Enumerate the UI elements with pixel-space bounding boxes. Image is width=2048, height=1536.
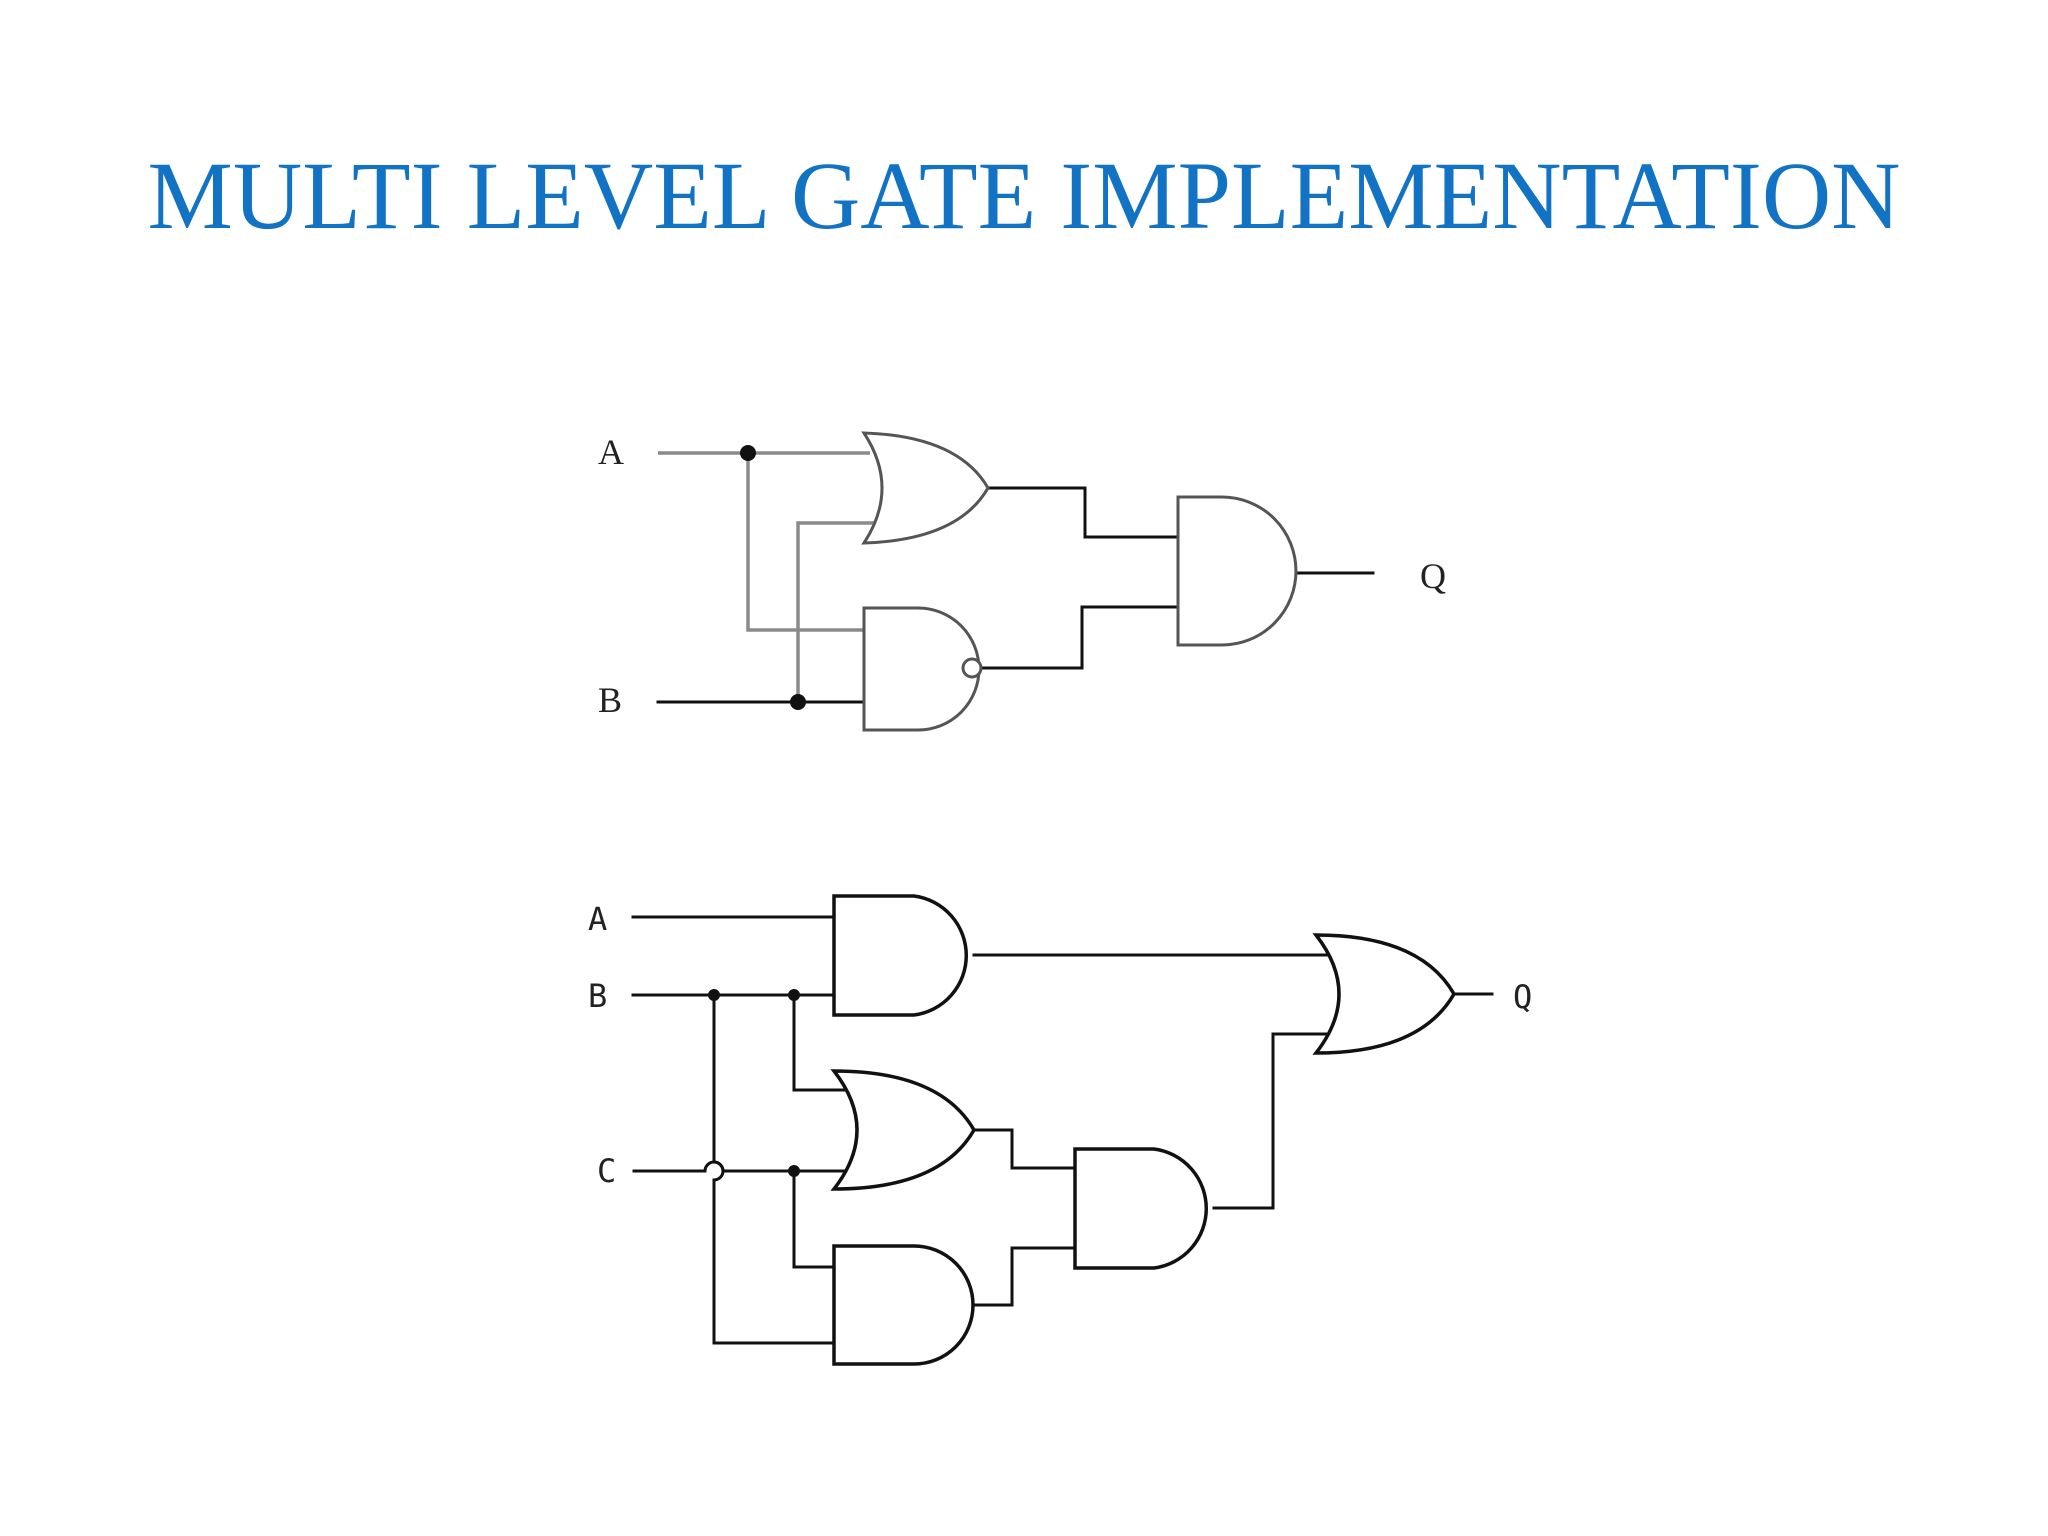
c2-or-gate-1 [830,1069,977,1191]
circuit-2: A B C Q [588,894,1532,1366]
c2-wire-and2-to-or2 [1212,1032,1333,1210]
c1-or-gate [861,431,990,545]
c1-label-q: Q [1420,556,1446,596]
c2-and-gate-3 [832,1244,975,1366]
slide-title: MULTI LEVEL GATE IMPLEMENTATION [147,142,1901,249]
c2-wire-or1-to-and2 [972,1128,1077,1170]
c2-junction-c [788,1165,800,1177]
c1-nand-bubble [961,657,983,679]
c2-wire-b-to-and3 [712,993,836,1345]
c2-label-q: Q [1513,978,1532,1016]
c2-label-b: B [588,977,607,1015]
c2-and-gate-1 [832,894,968,1017]
c1-label-b: B [598,680,622,720]
c2-wire-c-to-and3 [792,1169,836,1269]
c2-wire-and3-to-and2 [972,1246,1077,1307]
c1-wire-b-to-or [796,521,878,702]
circuit-1: A B Q [598,431,1446,732]
c1-label-a: A [598,432,624,472]
c2-wire-c-to-or [632,1160,850,1173]
c1-wire-or-to-and [986,486,1180,539]
c2-or-gate-2 [1312,933,1457,1055]
c2-junction-b2 [788,989,800,1001]
c2-label-c: C [597,1152,616,1190]
c1-wire-a-to-nand [746,453,864,632]
c2-and-gate-2 [1073,1147,1208,1270]
c1-junction-b [790,694,806,710]
c2-junction-b1 [708,989,720,1001]
c2-label-a: A [588,900,607,938]
c1-and-gate [1176,495,1298,647]
c2-wire-b-to-or [792,993,850,1092]
c1-junction-a [740,445,756,461]
c1-wire-nand-to-and [979,605,1180,670]
